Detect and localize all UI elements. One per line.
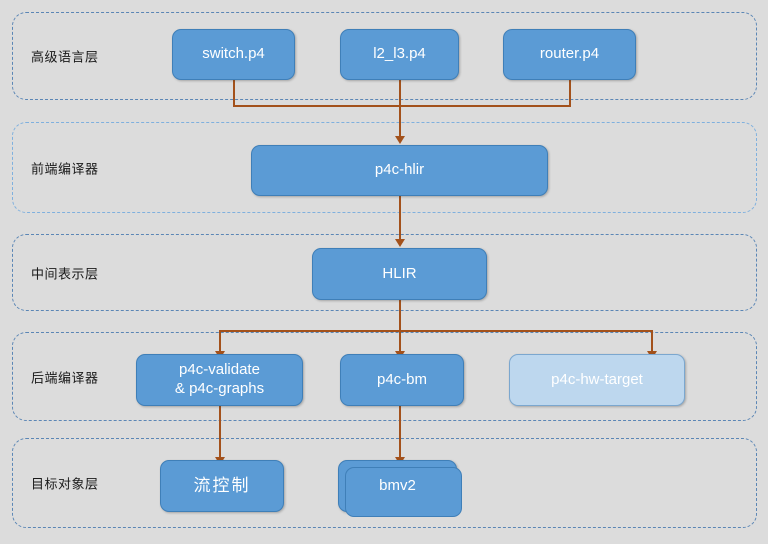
layer-band-intermediate-representation: 中间表示层 [12,234,757,311]
node-hlir[interactable]: HLIR [312,248,487,300]
edge-merge-bus-high-level-language [233,105,571,107]
layer-label-high-level-language: 高级语言层 [31,49,99,65]
node-l2-l3-p4-label: l2_l3.p4 [373,45,426,63]
node-router-p4[interactable]: router.p4 [503,29,636,80]
arrowhead-to-hlir [395,239,405,247]
edge-l2-l3-p4-to-p4c-hlir [399,80,401,137]
node-p4c-hlir[interactable]: p4c-hlir [251,145,548,196]
edge-switch-p4-to-p4c-hlir-stub [233,80,235,107]
layer-band-target-object: 目标对象层 [12,438,757,528]
layer-label-frontend-compiler: 前端编译器 [31,161,99,176]
node-switch-p4[interactable]: switch.p4 [172,29,295,80]
node-bmv2[interactable]: bmv2 [338,460,462,517]
node-hlir-label: HLIR [382,264,417,282]
layer-band-frontend-compiler: 前端编译器 [12,122,757,213]
node-bmv2-label: bmv2 [379,476,416,494]
node-switch-p4-label: switch.p4 [202,45,265,63]
edge-router-p4-to-p4c-hlir-stub [569,80,571,107]
node-p4c-validate[interactable]: p4c-validate & p4c-graphs [136,354,303,406]
node-p4c-bm[interactable]: p4c-bm [340,354,464,406]
edge-split-bus-backend-compiler [219,330,653,332]
layer-band-high-level-language: 高级语言层 [12,12,757,100]
node-p4c-validate-label: p4c-validate & p4c-graphs [174,361,265,397]
edge-p4c-hlir-to-hlir [399,196,401,240]
edge-p4c-bm-to-bmv2 [399,406,401,458]
edge-hlir-to-p4c-bm [399,330,401,352]
arrowhead-to-p4c-hlir [395,136,405,144]
node-p4c-hw-target[interactable]: p4c-hw-target [509,354,685,406]
layer-band-backend-compiler: 后端编译器 [12,332,757,421]
layer-label-backend-compiler: 后端编译器 [31,370,99,385]
layer-label-intermediate-representation: 中间表示层 [31,266,99,281]
node-p4c-hw-target-label: p4c-hw-target [551,370,643,388]
node-p4c-bm-label: p4c-bm [376,370,428,388]
node-flow-control-label: 流控制 [193,476,251,496]
edge-hlir-trunk [399,300,401,331]
layer-label-target-object: 目标对象层 [31,476,99,492]
edge-hlir-to-p4c-validate [219,330,221,352]
node-router-p4-label: router.p4 [539,45,600,63]
node-p4c-hlir-label: p4c-hlir [374,161,425,179]
node-l2-l3-p4[interactable]: l2_l3.p4 [340,29,459,80]
node-flow-control[interactable]: 流控制 [160,460,284,512]
edge-p4c-validate-to-flow-control [219,406,221,458]
edge-hlir-to-p4c-hw-target [651,330,653,352]
